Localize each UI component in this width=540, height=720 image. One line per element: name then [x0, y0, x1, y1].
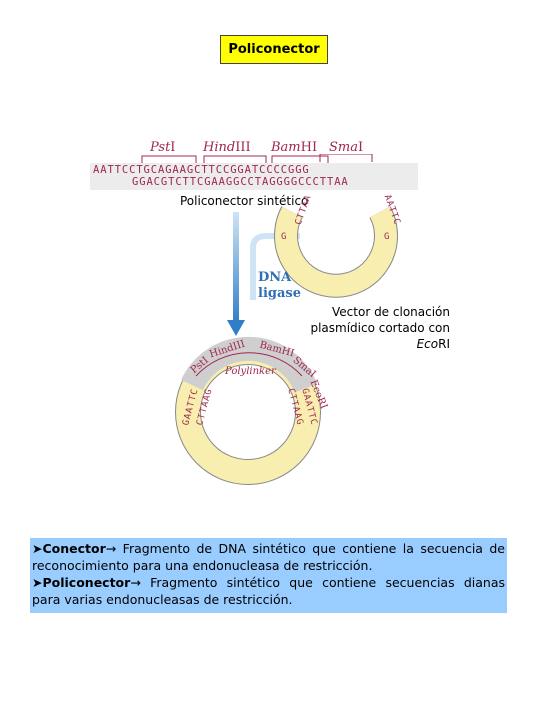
- polylinker-label: Polylinker: [225, 366, 276, 377]
- title-box: Policonector: [220, 35, 328, 64]
- enzyme-label-hindiii: HindIII: [203, 140, 251, 155]
- ligation-arrow: [227, 212, 300, 336]
- open-end-right-inner: G: [384, 232, 391, 242]
- vector-label: Vector de clonación plasmídico cortado c…: [310, 305, 450, 351]
- definition-conector: ➤Conector→ Fragmento de DNA sintético qu…: [32, 541, 505, 573]
- definitions-box: ➤Conector→ Fragmento de DNA sintético qu…: [30, 538, 507, 613]
- dna-ligase-label: DNA ligase: [258, 270, 301, 301]
- sequence-band: [90, 163, 418, 190]
- open-plasmid: [274, 206, 398, 298]
- enzyme-label-smai: SmaI: [329, 140, 364, 155]
- enzyme-label-bamhi: BamHI: [271, 140, 318, 155]
- sequence-bottom-strand: GGACGTCTTCGAAGGCCTAGGGGCCCTTAA: [132, 176, 349, 188]
- open-end-left-inner: G: [281, 232, 288, 242]
- enzyme-label-psti: PstI: [150, 140, 176, 155]
- title-text: Policonector: [228, 42, 320, 57]
- site-brackets: [141, 154, 373, 163]
- sequence-top-strand: AATTCCTGCAGAAGCTTCCGGATCCCCGGG: [93, 164, 310, 176]
- recombinant-plasmid: [175, 336, 321, 485]
- synthetic-linker-label: Policonector sintético: [180, 194, 309, 208]
- definition-policonector: ➤Policonector→ Fragmento sintético que c…: [32, 575, 506, 607]
